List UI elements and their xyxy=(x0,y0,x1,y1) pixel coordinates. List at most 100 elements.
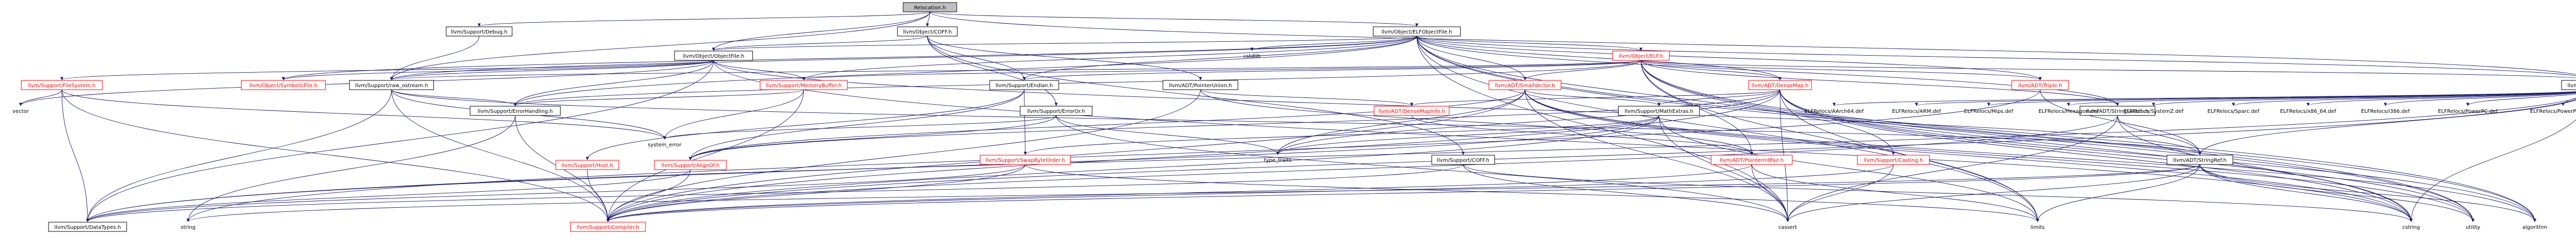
node-root[interactable]: Relocation.h xyxy=(903,2,957,12)
node-label-elfsystemz: ELFRelocs/SystemZ.def xyxy=(2124,109,2184,114)
node-box-pointerunion xyxy=(1162,80,1239,90)
node-box-smallvector xyxy=(1488,80,1562,90)
node-vector[interactable]: vector xyxy=(12,109,29,114)
node-label-string: string xyxy=(181,225,196,230)
node-utility[interactable]: utility xyxy=(2466,225,2481,230)
edge-stringswitch-to-stringref xyxy=(2117,115,2202,155)
node-box-alignof xyxy=(654,160,727,170)
edge-endian-to-swapbyteorder xyxy=(1023,89,1027,155)
node-objelf[interactable]: llvm/Object/ELF.h xyxy=(1612,51,1670,61)
node-alignof[interactable]: llvm/Support/AlignOf.h xyxy=(654,160,727,170)
node-densemapinfo[interactable]: llvm/ADT/DenseMapInfo.h xyxy=(1374,106,1450,116)
edge-supelf-to-elfppc xyxy=(2466,93,2576,106)
edge-supelf-to-elfi386 xyxy=(2383,93,2576,106)
node-label-pointerunion: llvm/ADT/PointerUnion.h xyxy=(1169,83,1232,89)
node-layer: Relocation.h llvm/Support/Debug.h llvm/Obj… xyxy=(12,2,2576,232)
node-compiler[interactable]: llvm/Support/Compiler.h xyxy=(570,222,646,232)
node-label-memorybuffer: llvm/Support/MemoryBuffer.h xyxy=(766,83,841,89)
edge-root-to-elfobj xyxy=(929,11,1418,27)
node-endian[interactable]: llvm/Support/Endian.h xyxy=(989,80,1059,90)
node-label-triple: llvm/ADT/Triple.h xyxy=(2019,83,2062,89)
node-label-elfarm: ELFRelocs/ARM.def xyxy=(1892,109,1941,114)
node-label-symbolic: llvm/Object/SymbolicFile.h xyxy=(249,83,317,89)
node-symbolic[interactable]: llvm/Object/SymbolicFile.h xyxy=(241,80,326,90)
edge-supelf-to-elfsparc xyxy=(2232,92,2576,106)
node-cassert[interactable]: cassert xyxy=(1778,225,1797,230)
edge-alignof-to-datatypes xyxy=(86,169,691,222)
node-elfx8664[interactable]: ELFRelocs/x86_64.def xyxy=(2280,109,2336,114)
node-elfppc[interactable]: ELFRelocs/PowerPC.def xyxy=(2438,109,2498,114)
node-elfsystemz[interactable]: ELFRelocs/SystemZ.def xyxy=(2124,109,2184,114)
node-debug[interactable]: llvm/Support/Debug.h xyxy=(446,26,513,37)
edge-swapbyteorder-to-compiler xyxy=(606,164,1026,222)
node-label-smallvector: llvm/ADT/SmallVector.h xyxy=(1495,83,1555,89)
edge-triple-to-stringref xyxy=(2040,89,2202,155)
node-mathextras[interactable]: llvm/Support/MathExtras.h xyxy=(1618,106,1700,116)
node-datatypes[interactable]: llvm/Support/DataTypes.h xyxy=(48,222,127,232)
node-hostsupport[interactable]: llvm/Support/Host.h xyxy=(555,160,619,170)
node-memorybuffer[interactable]: llvm/Support/MemoryBuffer.h xyxy=(759,80,848,90)
node-elfobj[interactable]: llvm/Object/ELFObjectFile.h xyxy=(1372,26,1461,37)
node-swapbyteorder[interactable]: llvm/Support/SwapByteOrder.h xyxy=(979,155,1071,165)
edge-root-to-objfile xyxy=(711,11,930,51)
node-label-supelf: llvm/Support/ELF.h xyxy=(2567,83,2576,89)
edge-coff_obj-to-pointerunion xyxy=(927,36,1202,80)
node-label-elfmips: ELFRelocs/Mips.def xyxy=(1964,109,2013,114)
node-elfsparc[interactable]: ELFRelocs/Sparc.def xyxy=(2208,109,2260,114)
edge-smallvector-to-alignof xyxy=(688,89,1526,160)
node-elfaarch64[interactable]: ELFRelocs/AArch64.def xyxy=(1805,109,1864,114)
edge-objelf-to-errorhandling xyxy=(514,60,1641,106)
node-algorithm[interactable]: algorithm xyxy=(2522,225,2547,230)
node-typetraits[interactable]: type_traits xyxy=(1264,158,1291,163)
node-objfile[interactable]: llvm/Object/ObjectFile.h xyxy=(674,51,753,61)
node-elfarm[interactable]: ELFRelocs/ARM.def xyxy=(1892,109,1941,114)
node-label-stringref: llvm/ADT/StringRef.h xyxy=(2173,158,2226,163)
node-casting[interactable]: llvm/Support/Casting.h xyxy=(1857,155,1930,165)
edge-supelf-to-compiler xyxy=(606,99,2576,222)
node-cstring[interactable]: cstring xyxy=(2402,225,2420,230)
edge-elfobj-to-cstdlib xyxy=(1250,36,1417,51)
node-elfhexagon[interactable]: ELFRelocs/Hexagon.def xyxy=(2039,109,2099,114)
node-string[interactable]: string xyxy=(181,225,196,230)
node-stringswitch[interactable]: llvm/ADT/StringSwitch.h xyxy=(2079,106,2156,116)
edge-elfobj-to-errorhandling xyxy=(513,36,1417,106)
node-filesystem[interactable]: llvm/Support/FileSystem.h xyxy=(21,80,103,90)
edge-mathextras-to-typetraits xyxy=(1276,115,1659,155)
node-box-elfobj xyxy=(1372,26,1461,37)
edge-supelf-to-elfx8664 xyxy=(2307,92,2576,106)
node-erroror[interactable]: llvm/Support/ErrorOr.h xyxy=(1020,106,1093,116)
node-pointerunion[interactable]: llvm/ADT/PointerUnion.h xyxy=(1162,80,1239,90)
edge-densemapinfo-to-pointerintpair xyxy=(1411,115,1754,155)
edge-elfobj-to-supelf xyxy=(1416,36,2576,76)
edge-root-to-debug xyxy=(478,11,930,27)
node-limits[interactable]: limits xyxy=(2030,225,2044,230)
edge-elfobj-to-stringswitch xyxy=(1416,36,2120,106)
node-pointerintpair[interactable]: llvm/ADT/PointerIntPair.h xyxy=(1710,155,1793,165)
node-label-densemap: llvm/ADT/DenseMap.h xyxy=(1752,83,1809,89)
edge-densemap-to-densemapinfo xyxy=(1410,89,1781,106)
node-supcoff[interactable]: llvm/Support/COFF.h xyxy=(1431,155,1495,165)
node-stringref[interactable]: llvm/ADT/StringRef.h xyxy=(2166,155,2233,165)
node-densemap[interactable]: llvm/ADT/DenseMap.h xyxy=(1748,80,1812,90)
edge-root-to-rawostream xyxy=(389,11,930,80)
node-supelf[interactable]: llvm/Support/ELF.h xyxy=(2561,80,2576,90)
edge-rawostream-to-compiler xyxy=(391,89,610,222)
node-cstdlib[interactable]: cstdlib xyxy=(1244,54,1261,59)
node-coff_obj[interactable]: llvm/Object/COFF.h xyxy=(897,26,958,37)
node-elfi386[interactable]: ELFRelocs/i386.def xyxy=(2361,109,2410,114)
node-label-pointerintpair: llvm/ADT/PointerIntPair.h xyxy=(1720,158,1784,163)
node-smallvector[interactable]: llvm/ADT/SmallVector.h xyxy=(1488,80,1562,90)
edge-smallvector-to-utility xyxy=(1524,89,2475,222)
node-label-endian: llvm/Support/Endian.h xyxy=(995,83,1053,89)
edge-casting-to-compiler xyxy=(606,164,1894,222)
node-rawostream[interactable]: llvm/Support/raw_ostream.h xyxy=(349,80,434,90)
edge-rawostream-to-stringref xyxy=(391,89,2201,155)
node-box-memorybuffer xyxy=(759,80,848,90)
node-elfmips[interactable]: ELFRelocs/Mips.def xyxy=(1964,109,2013,114)
node-errorhandling[interactable]: llvm/Support/ErrorHandling.h xyxy=(469,106,561,116)
edge-objelf-to-supelf xyxy=(1640,60,2576,78)
node-systemerror[interactable]: system_error xyxy=(648,142,682,148)
node-triple[interactable]: llvm/ADT/Triple.h xyxy=(2011,80,2069,90)
node-elfppc64[interactable]: ELFRelocs/PowerPC64.def xyxy=(2530,109,2576,114)
